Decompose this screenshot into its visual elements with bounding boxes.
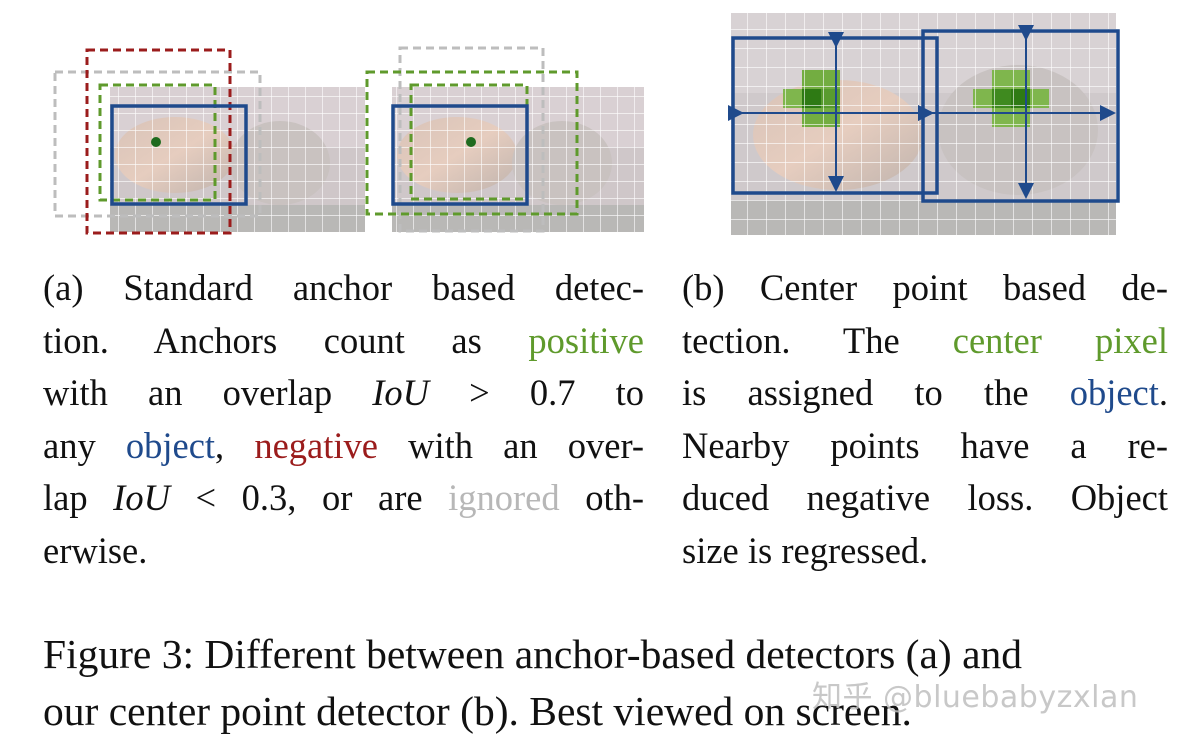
- center-dot: [466, 137, 476, 147]
- anchor-illustration-left: [53, 48, 365, 235]
- object-term: object: [125, 424, 216, 466]
- object-box: [391, 104, 529, 206]
- caption-a: (a) Standard anchor based detec- tion. A…: [43, 267, 645, 571]
- center-point-illustration: [728, 13, 1120, 235]
- negative-term: negative: [254, 424, 378, 466]
- positive-anchor-box: [365, 70, 579, 216]
- ignored-anchor-box: [53, 70, 262, 218]
- cat-photo: [392, 87, 644, 232]
- figure-caption: Figure 3: Different between anchor-based…: [43, 631, 1022, 734]
- cat-photo: [110, 87, 365, 232]
- center-dot: [151, 137, 161, 147]
- object-term: object: [1069, 372, 1159, 413]
- watermark: 知乎 @bluebabyzxlan: [812, 680, 1139, 715]
- caption-b: (b) Center point based de- tection. The …: [682, 267, 1168, 571]
- ignored-term: ignored: [448, 477, 560, 518]
- negative-anchor-box: [85, 48, 232, 235]
- positive-anchor-box: [98, 83, 217, 202]
- positive-term: positive: [528, 319, 644, 361]
- object-box: [110, 104, 248, 206]
- ignored-anchor-box: [398, 46, 545, 233]
- anchor-illustration-right: [365, 46, 644, 233]
- center-pixel-term: center pixel: [952, 319, 1168, 361]
